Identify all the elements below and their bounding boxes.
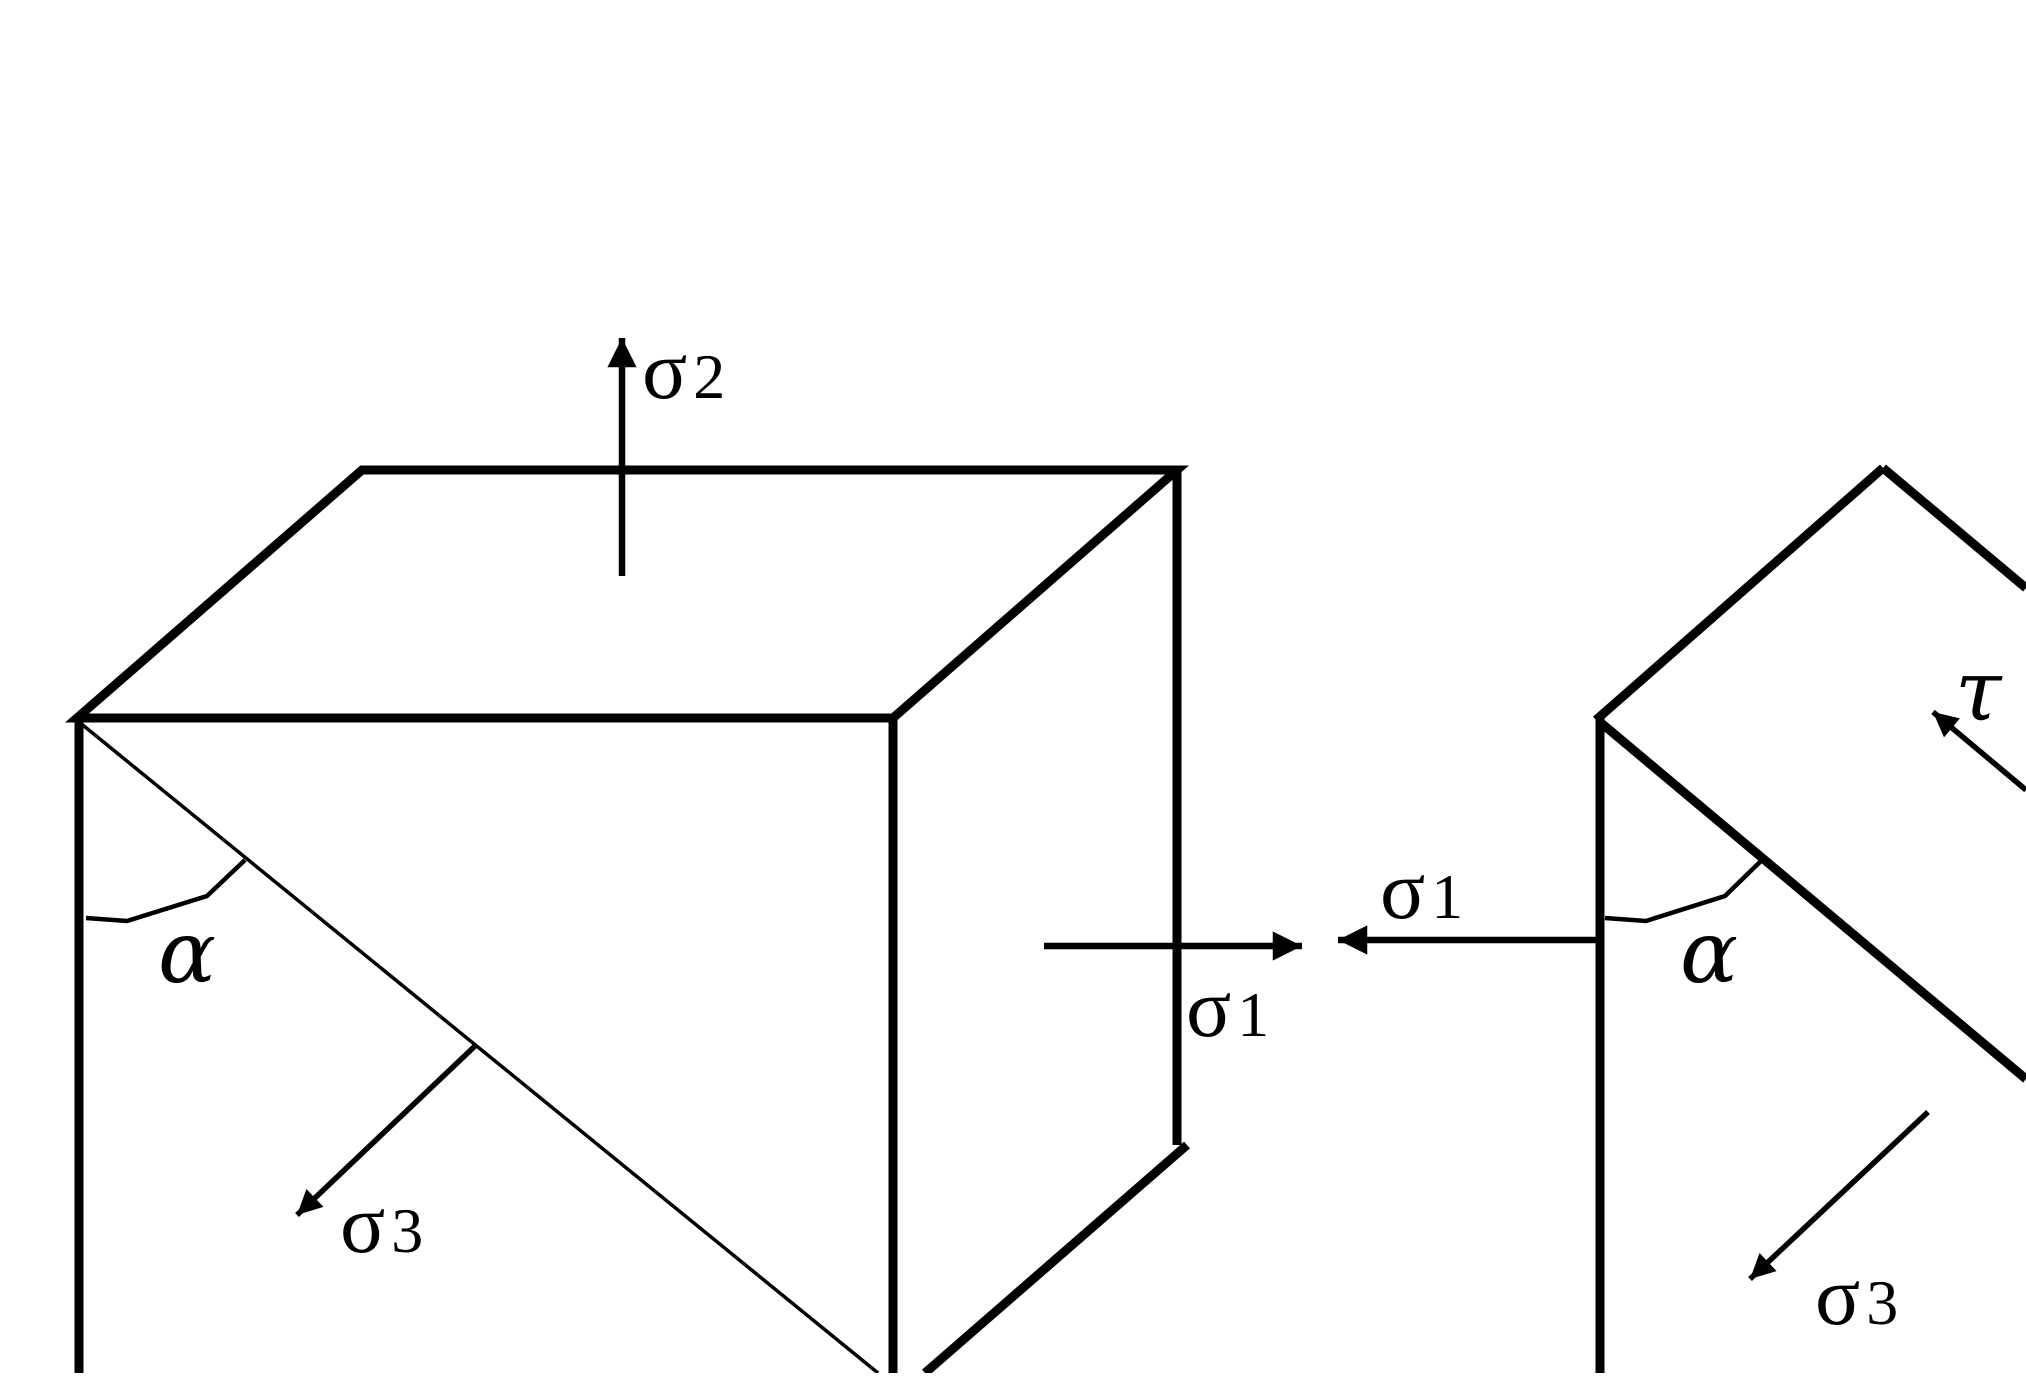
right-sigma1-label: σ1 <box>1380 844 1463 937</box>
left-angle-label: α <box>158 903 216 1003</box>
right-angle-label: α <box>1680 903 1738 1003</box>
right-wedge-top-left-edge <box>1593 464 1886 724</box>
left-sigma3-arrow <box>295 1044 477 1217</box>
left-inclined-section-line <box>77 720 880 1375</box>
right-sigma3-arrow <box>1748 1109 1930 1282</box>
right-angle-arc <box>1604 858 1764 924</box>
left-cube-top-face <box>64 465 1189 723</box>
right-inclined-section-line <box>1597 718 2026 1083</box>
left-sigma2-label: σ2 <box>642 324 725 417</box>
left-angle-arc <box>85 858 247 924</box>
left-sigma1-label: σ1 <box>1186 962 1269 1055</box>
right-wedge <box>1593 464 2026 1373</box>
left-cube <box>64 465 1190 1377</box>
right-sigma3-label: σ3 <box>1815 1250 1898 1343</box>
right-tau-arrow <box>1931 709 2026 793</box>
left-cube-right-bottom-edge <box>922 1141 1190 1377</box>
left-sigma3-label: σ3 <box>340 1178 423 1271</box>
right-wedge-top-right-edge <box>1880 464 2026 592</box>
right-tau-label: τ <box>1955 642 2003 740</box>
